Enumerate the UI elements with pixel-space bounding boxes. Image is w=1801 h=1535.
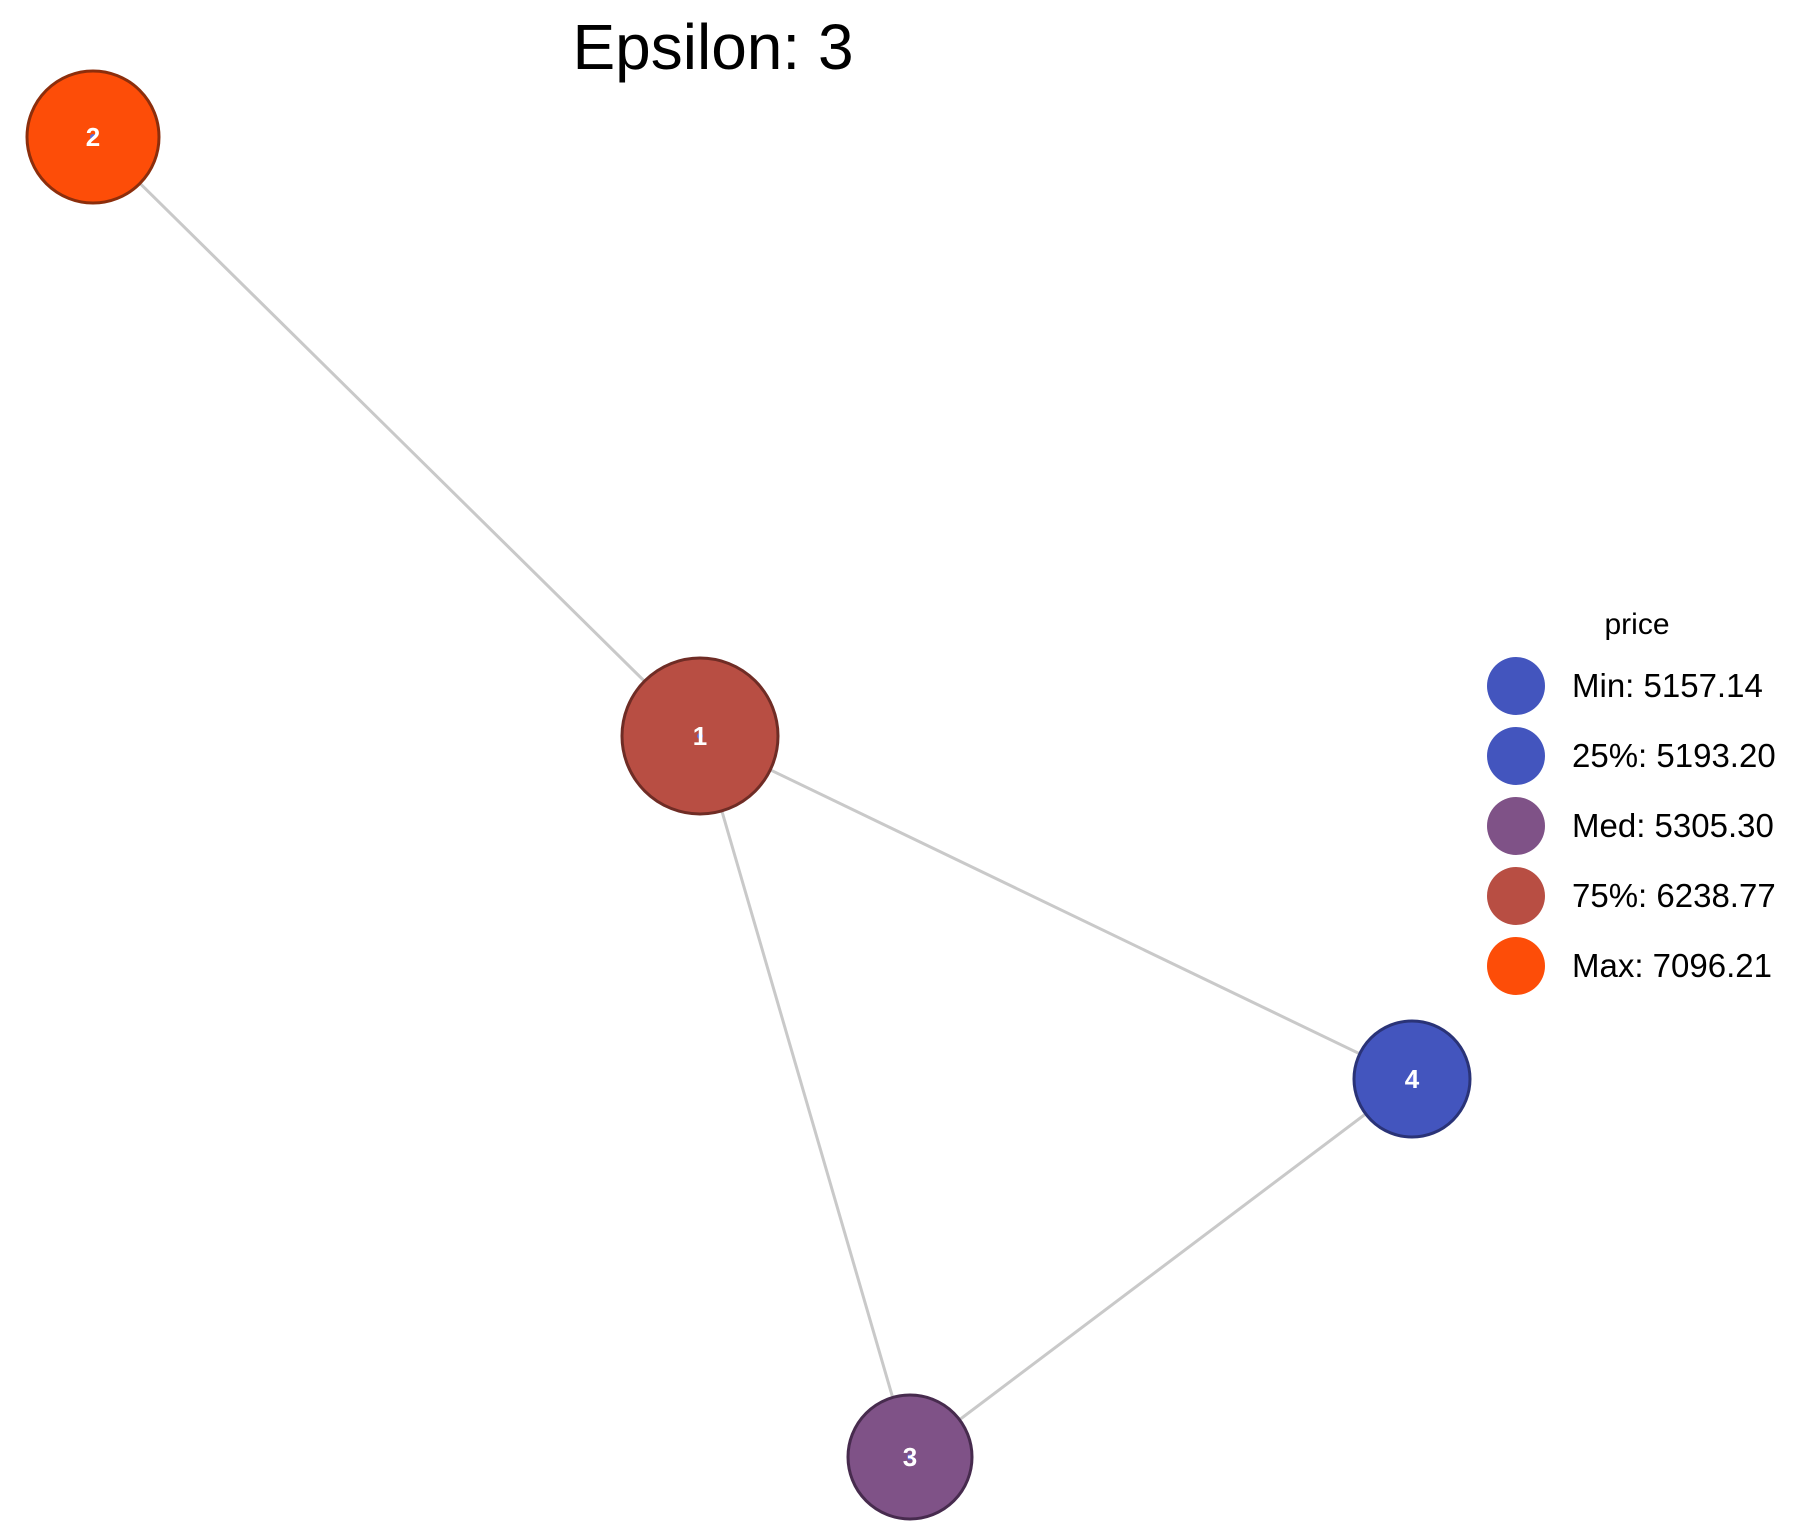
graph-edge-1-4 (699, 734, 1413, 1081)
legend-swatch-med-icon (1487, 797, 1545, 855)
graph-edge-2-1 (91, 135, 702, 738)
node-center-dot-3 (907, 1454, 913, 1460)
legend-label-med: Med: 5305.30 (1572, 807, 1774, 844)
legend-item-med[interactable]: Med: 5305.30 (1487, 791, 1787, 861)
graph-edge-1-3 (698, 735, 912, 1458)
node-label-4: 4 (1405, 1064, 1420, 1094)
legend-label-min: Min: 5157.14 (1572, 667, 1763, 704)
legend-label-max: Max: 7096.21 (1572, 947, 1772, 984)
legend-item-75pct[interactable]: 75%: 6238.77 (1487, 861, 1787, 931)
legend-swatch-min-icon (1487, 657, 1545, 715)
node-label-1: 1 (693, 721, 707, 751)
node-label-2: 2 (86, 122, 100, 152)
legend-swatch-75pct-icon (1487, 867, 1545, 925)
legend-label-25pct: 25%: 5193.20 (1572, 737, 1776, 774)
legend-swatch-25pct-icon (1487, 727, 1545, 785)
node-center-dot-4 (1409, 1076, 1415, 1082)
legend-label-75pct: 75%: 6238.77 (1572, 877, 1776, 914)
legend-swatch-max-icon (1487, 937, 1545, 995)
graph-edge-3-4 (909, 1077, 1413, 1459)
legend-item-min[interactable]: Min: 5157.14 (1487, 651, 1787, 721)
node-center-dot-1 (697, 733, 703, 739)
chart-title: Epsilon: 3 (572, 11, 854, 83)
legend-title: price (1604, 608, 1670, 641)
node-label-3: 3 (903, 1442, 917, 1472)
legend-item-max[interactable]: Max: 7096.21 (1487, 931, 1787, 1001)
legend: price Min: 5157.14 25%: 5193.20 Med: 530… (1487, 606, 1787, 1001)
legend-item-25pct[interactable]: 25%: 5193.20 (1487, 721, 1787, 791)
node-center-dot-2 (90, 134, 96, 140)
